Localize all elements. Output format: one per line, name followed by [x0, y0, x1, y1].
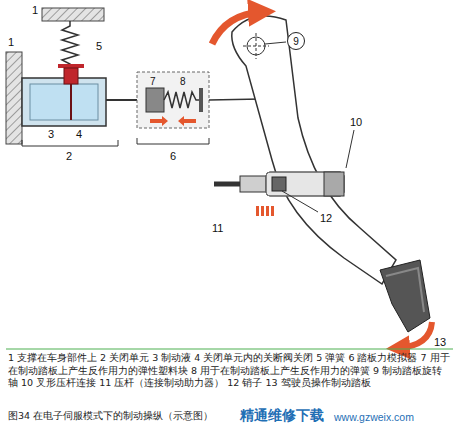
callout-number: 6 — [170, 150, 176, 162]
callout-number: 7 — [150, 76, 156, 87]
closing-unit — [22, 78, 106, 126]
spring — [164, 92, 200, 108]
callout-number: 4 — [76, 128, 82, 140]
fork-end — [324, 172, 344, 196]
callout-number: 12 — [320, 212, 332, 224]
brake-fluid — [30, 84, 98, 120]
watermark-url: www.gzweix.com — [334, 412, 414, 424]
callout-number: 3 — [48, 128, 54, 140]
pedal-pad — [380, 260, 430, 332]
callout-number: 1 — [8, 36, 14, 48]
legend-text: 1 支撑在车身部件上 2 关闭单元 3 制动液 4 关闭单元内的关断阀关闭 5 … — [8, 352, 451, 390]
force-arrow — [150, 116, 168, 126]
callout-number: 2 — [66, 150, 72, 162]
callout-circle: 9 — [287, 32, 305, 50]
valve-stem — [70, 84, 72, 120]
push-rod — [214, 182, 240, 187]
callout-number: 10 — [350, 116, 362, 128]
fork — [266, 172, 344, 196]
fork-edge — [266, 172, 344, 196]
callout-number: 13 — [434, 336, 446, 348]
rod-end — [240, 176, 266, 192]
leader-line — [282, 191, 318, 212]
spring — [62, 21, 78, 68]
pivot-axis — [256, 33, 257, 59]
force-arrow — [178, 116, 196, 126]
caption-rule — [6, 349, 453, 350]
pedal-press-arrow — [398, 322, 432, 348]
pin — [272, 177, 286, 191]
ceiling-support — [42, 8, 104, 21]
bracket — [22, 140, 118, 146]
callout-number: 5 — [96, 40, 102, 52]
rod — [106, 99, 137, 101]
figure-caption: 图34 在电子伺服模式下的制动操纵（示意图） — [8, 411, 213, 421]
bracket — [137, 138, 209, 144]
leader-line — [265, 42, 286, 44]
shutoff-valve — [64, 68, 78, 84]
rotation-arrow — [212, 12, 262, 44]
pedal-force-simulator — [137, 72, 209, 128]
callout-number: 9 — [293, 36, 299, 47]
spring-plate — [58, 64, 84, 68]
pad-highlight — [386, 268, 424, 312]
rod — [209, 99, 261, 100]
sensor-marks — [256, 206, 274, 216]
callout-number: 11 — [212, 222, 223, 234]
spring-plate — [199, 88, 203, 112]
wall-support — [6, 52, 22, 144]
brake-pedal — [232, 16, 396, 284]
callout-number: 1 — [32, 4, 38, 16]
leader-line — [346, 130, 354, 168]
callout-number: 8 — [180, 76, 186, 87]
elastic-block — [146, 88, 164, 112]
watermark: 精通维修下载 — [240, 408, 324, 423]
